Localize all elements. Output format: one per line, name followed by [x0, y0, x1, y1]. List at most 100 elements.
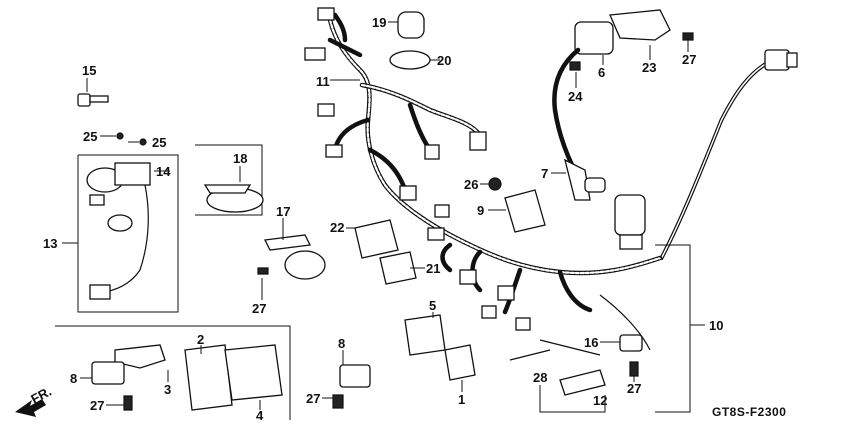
bracket-3 [114, 344, 166, 369]
connector-left-low [325, 144, 343, 158]
connector-right-top [469, 131, 487, 151]
connector-low-2 [497, 285, 515, 301]
grommet-19 [397, 11, 425, 39]
ignition-switch-group [77, 154, 179, 313]
lower-group-bracket [55, 325, 291, 420]
connector-top [317, 7, 335, 21]
horn-17 [264, 234, 326, 280]
horn-bracket-18 [203, 184, 252, 194]
callout-16: 16 [584, 335, 598, 350]
callout-15: 15 [82, 63, 96, 78]
plug-cap [564, 158, 591, 201]
bolt-27-right [629, 361, 639, 377]
screw-25b [139, 138, 147, 146]
key [77, 93, 109, 107]
bolt-24 [569, 61, 581, 71]
connector-end-right [764, 49, 790, 71]
callout-27d: 27 [306, 391, 320, 406]
callout-5: 5 [429, 298, 436, 313]
cdi-holder-2 [184, 344, 233, 411]
regulator-9 [504, 189, 546, 233]
clip-12 [559, 369, 606, 396]
sub-harness-10 [539, 49, 798, 356]
ignition-coil-group [552, 9, 694, 168]
callout-19: 19 [372, 15, 386, 30]
cdi-unit-4 [224, 344, 283, 401]
callout-12: 12 [593, 393, 607, 408]
band-28 [509, 349, 551, 361]
callout-13: 13 [43, 236, 57, 251]
callout-10: 10 [709, 318, 723, 333]
bracket-12 [539, 385, 606, 413]
bolt-27-left [257, 267, 269, 275]
callout-3: 3 [164, 382, 171, 397]
switch-housing [114, 162, 151, 186]
callout-20: 20 [437, 53, 451, 68]
connector-mid [399, 185, 417, 201]
callout-23: 23 [642, 60, 656, 75]
key-head [77, 93, 91, 107]
key-blade [89, 95, 109, 103]
callout-27a: 27 [252, 301, 266, 316]
callout-4: 4 [256, 408, 264, 423]
relay-8-center [339, 364, 371, 388]
bolt-27-top [682, 32, 694, 41]
relay-box [614, 194, 646, 236]
callout-11: 11 [316, 74, 330, 89]
leader-lines [62, 21, 689, 410]
seat-lock [107, 214, 133, 232]
callout-7: 7 [541, 166, 548, 181]
ignition-coil-6 [574, 21, 614, 55]
part-5 [404, 314, 446, 356]
callout-8a: 8 [70, 371, 77, 386]
relay-21 [379, 251, 417, 285]
relay-22 [354, 219, 399, 259]
callout-2: 2 [197, 332, 204, 347]
callout-21: 21 [426, 261, 440, 276]
callout-25b: 25 [152, 135, 166, 150]
callout-25a: 25 [83, 129, 97, 144]
switch-connector [89, 284, 111, 300]
callout-24: 24 [568, 89, 583, 104]
main-wire-harness [304, 7, 663, 331]
connector-left-top [304, 47, 326, 61]
connector-16 [619, 334, 643, 352]
callout-18: 18 [233, 151, 247, 166]
nut-26 [488, 177, 502, 191]
callout-26: 26 [464, 177, 478, 192]
direction-label: FR. [28, 384, 54, 407]
horn-17-body [284, 250, 326, 280]
front-direction-arrow-icon [15, 399, 46, 417]
connector-center [424, 144, 440, 160]
clamp-20 [389, 50, 431, 70]
callout-8b: 8 [338, 336, 345, 351]
screw-25a [116, 132, 124, 140]
plug-cap-end [584, 177, 606, 193]
connector-low-1 [459, 269, 477, 285]
key-blank [89, 194, 105, 206]
bracket-10 [655, 244, 691, 413]
callout-28: 28 [533, 370, 547, 385]
bolt-27-bottom [332, 394, 344, 409]
callout-17: 17 [276, 204, 290, 219]
connector-low-3 [481, 305, 497, 319]
horn-17-bracket [264, 234, 311, 251]
callout-27c: 27 [90, 398, 104, 413]
callout-9: 9 [477, 203, 484, 218]
connector-mid-3 [427, 227, 445, 241]
callout-1: 1 [458, 392, 465, 407]
diagram-code: GT8S-F2300 [712, 405, 786, 419]
part-1 [444, 344, 476, 381]
coil-bracket-23 [609, 9, 671, 41]
connector-low-4 [515, 317, 531, 331]
relay-8-left [91, 361, 125, 385]
relay-connector [619, 234, 643, 250]
connector-end-cap [786, 52, 798, 68]
callout-22: 22 [330, 220, 344, 235]
callout-6: 6 [598, 65, 605, 80]
spark-plug-cap-7 [564, 158, 606, 201]
callout-27b: 27 [682, 52, 696, 67]
connector-mid-2 [434, 204, 450, 218]
connector-left-mid [317, 103, 335, 117]
